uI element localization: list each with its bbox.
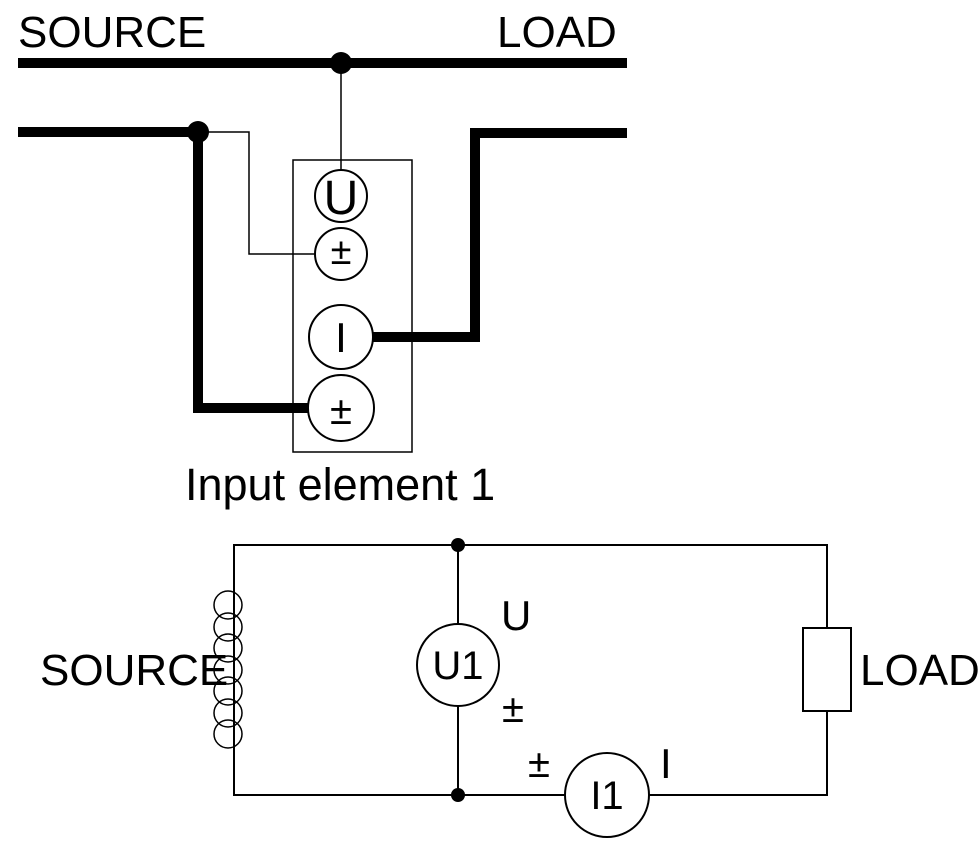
terminal-voltage-common-circle — [314, 227, 368, 281]
wiring-load-label: LOAD — [497, 8, 617, 57]
voltmeter-label: U1 — [432, 644, 483, 688]
current-terminal-annotation: I — [660, 740, 672, 787]
schematic-top-junction-dot — [451, 538, 465, 552]
input-element-caption: Input element 1 — [185, 459, 495, 510]
coil-turn — [213, 590, 243, 620]
wiring-source-label: SOURCE — [18, 8, 206, 57]
load-current-conductor — [371, 128, 627, 342]
terminal-voltage-common-label: ± — [331, 231, 352, 273]
terminal-current-common-label: ± — [330, 389, 352, 433]
current-polarity-annotation: ± — [528, 742, 550, 786]
schematic-source-label: SOURCE — [40, 646, 228, 695]
coil-turn — [213, 633, 243, 663]
coil-turn — [213, 612, 243, 642]
coil-turn — [213, 655, 243, 685]
load-resistor — [802, 627, 852, 712]
terminal-voltage-label: U — [324, 172, 359, 225]
source-coil — [213, 590, 243, 749]
source-return-conductor — [18, 127, 310, 413]
voltage-polarity-annotation: ± — [502, 687, 524, 731]
terminal-current-common-circle — [307, 374, 375, 442]
coil-turn — [213, 698, 243, 728]
return-junction-dot — [187, 121, 209, 143]
coil-turn — [213, 719, 243, 749]
terminal-voltage-circle — [314, 169, 368, 223]
coil-turn — [213, 676, 243, 706]
schematic-load-label: LOAD — [860, 646, 979, 695]
ammeter-label: I1 — [590, 774, 623, 818]
terminal-current-circle — [308, 304, 374, 370]
terminal-current-label: I — [335, 314, 347, 361]
schematic-bottom-junction-dot — [451, 788, 465, 802]
voltmeter-circle — [416, 623, 500, 707]
voltage-common-tap-wire — [198, 131, 317, 255]
ammeter-circle — [564, 752, 650, 838]
voltage-terminal-annotation: U — [501, 592, 531, 639]
top-junction-dot — [330, 52, 352, 74]
input-element-box — [292, 159, 413, 453]
